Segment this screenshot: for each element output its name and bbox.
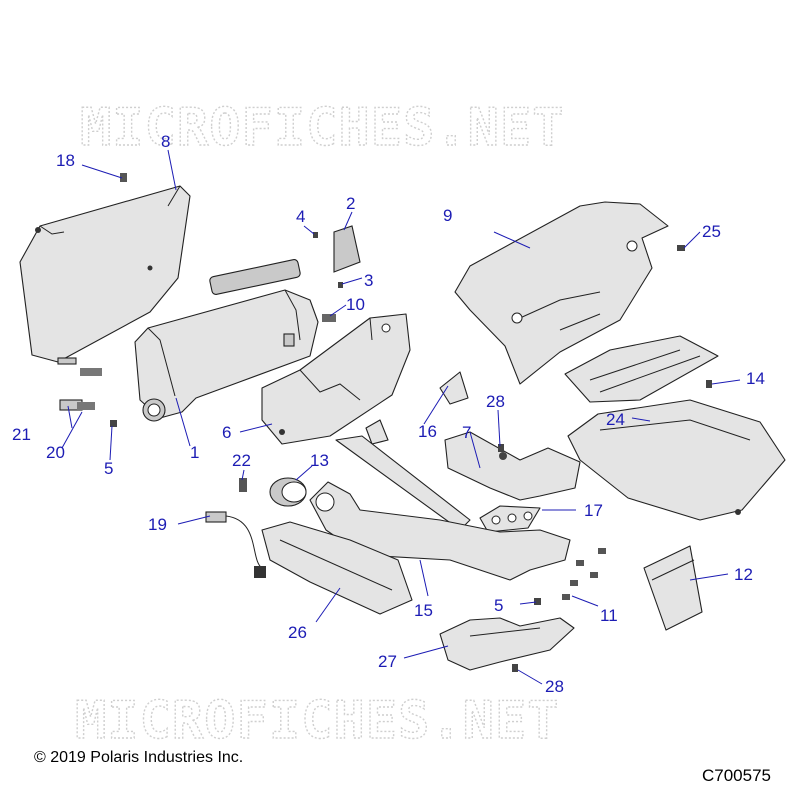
- callout-9: 9: [443, 206, 452, 225]
- part-bolt-28a: [498, 444, 504, 452]
- part-bolt-4: [313, 232, 318, 238]
- part-bolt-3: [338, 282, 343, 288]
- part-sensor-22: [239, 478, 247, 492]
- copyright-text: © 2019 Polaris Industries Inc.: [34, 749, 243, 766]
- part-heat-shield-27: [439, 617, 575, 671]
- part-lower-shield-26: [261, 521, 413, 615]
- part-spring-10: [322, 314, 336, 322]
- callout-15: 15: [414, 601, 433, 620]
- callout-24: 24: [606, 410, 625, 429]
- callout-28a: 28: [486, 392, 505, 411]
- callout-1: 1: [190, 443, 199, 462]
- callout-14: 14: [746, 369, 765, 388]
- callout-28b: 28: [545, 677, 564, 696]
- callout-22: 22: [232, 451, 251, 470]
- figure-code: C700575: [702, 766, 771, 785]
- watermark-top: MICROFICHES.NET: [80, 98, 565, 158]
- part-lower-heat-shield: [564, 335, 719, 403]
- part-bolt-14: [706, 380, 712, 388]
- callout-12: 12: [734, 565, 753, 584]
- callout-5a: 5: [104, 459, 113, 478]
- callout-26: 26: [288, 623, 307, 642]
- part-nut-5b: [534, 598, 541, 605]
- part-rear-heat-shield: [454, 201, 669, 385]
- callout-13: 13: [310, 451, 329, 470]
- callouts: 18 8 4 2 3 10 9 25 14 24 1 6 21 20 5 16 …: [12, 132, 765, 696]
- part-muffler-heat-shield: [261, 313, 411, 445]
- part-bolt-25: [677, 245, 685, 251]
- callout-16: 16: [418, 422, 437, 441]
- callout-20: 20: [46, 443, 65, 462]
- callout-17: 17: [584, 501, 603, 520]
- callout-25: 25: [702, 222, 721, 241]
- callout-27: 27: [378, 652, 397, 671]
- part-bracket: [335, 435, 471, 531]
- callout-18: 18: [56, 151, 75, 170]
- callout-10: 10: [346, 295, 365, 314]
- part-nut-5a: [110, 420, 117, 427]
- part-clamp: [333, 225, 361, 273]
- part-bumper-16: [439, 371, 469, 405]
- callout-5b: 5: [494, 596, 503, 615]
- part-bracket-plate: [643, 545, 703, 631]
- watermark-bottom: MICROFICHES.NET: [75, 691, 560, 751]
- callout-2: 2: [346, 194, 355, 213]
- callout-4: 4: [296, 207, 305, 226]
- part-bumper-16b: [365, 419, 389, 445]
- part-springs: [57, 357, 102, 411]
- callout-8: 8: [161, 132, 170, 151]
- part-muffler: [134, 259, 319, 422]
- part-crossover-pipe: [444, 431, 581, 501]
- part-gasket: [479, 505, 541, 533]
- part-o2-sensor-19: [205, 511, 266, 578]
- callout-6: 6: [222, 423, 231, 442]
- callout-7: 7: [462, 423, 471, 442]
- callout-21: 21: [12, 425, 31, 444]
- leader-lines: [61, 149, 741, 685]
- part-heat-shield-left: [19, 185, 191, 363]
- part-floor-shield: [567, 399, 786, 521]
- part-seal-ring: [269, 477, 307, 507]
- part-studs-11: [562, 548, 606, 600]
- callout-19: 19: [148, 515, 167, 534]
- part-bolt-28b: [512, 664, 518, 672]
- callout-11: 11: [600, 606, 618, 625]
- part-bolt-18: [120, 173, 127, 182]
- callout-3: 3: [364, 271, 373, 290]
